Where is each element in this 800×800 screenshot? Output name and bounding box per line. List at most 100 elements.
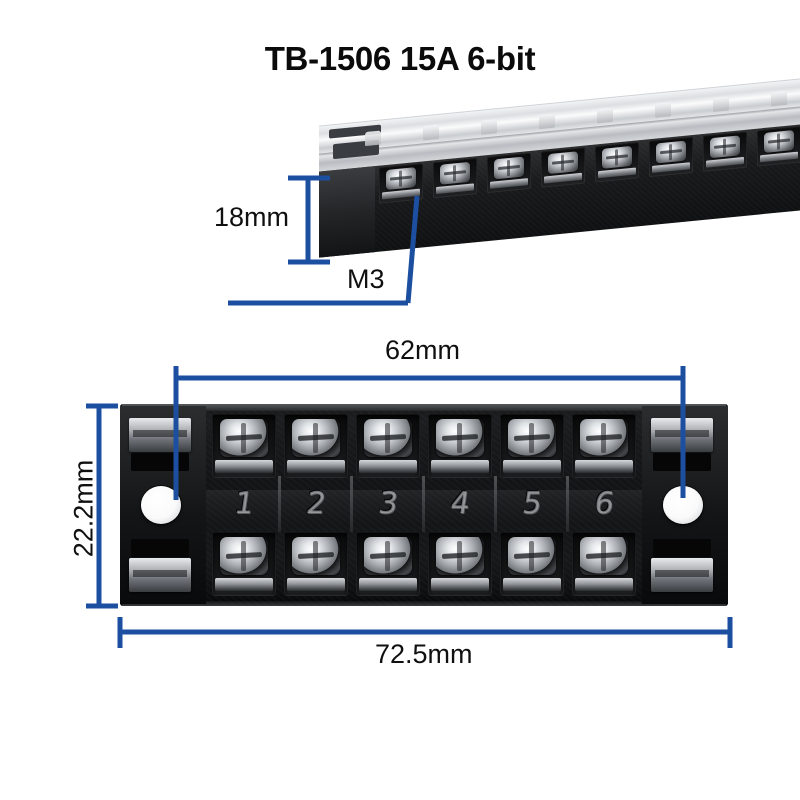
body-left-endcap-angled <box>319 166 375 258</box>
clamp-plate <box>760 151 798 163</box>
cover-bump-5 <box>597 107 613 124</box>
screw-head-icon <box>364 419 412 457</box>
terminal-screw-bottom <box>212 532 276 596</box>
screw-head-icon <box>220 419 268 457</box>
pole-separator-3 <box>422 476 425 532</box>
screw-pocket-8 <box>757 126 800 167</box>
dimension-label-72-5mm: 72.5mm <box>375 639 473 669</box>
screw-pocket-2 <box>433 158 477 199</box>
terminal-screw-bottom <box>356 532 420 596</box>
screw-pocket-5 <box>595 142 639 183</box>
terminal-screw-bottom <box>500 532 564 596</box>
pole-number-6: 6 <box>591 486 617 521</box>
clamp-washer <box>359 460 417 473</box>
pole-separator-4 <box>494 476 497 532</box>
terminal-screw-top <box>356 414 420 478</box>
page-title: TB-1506 15A 6-bit <box>264 40 536 77</box>
terminal-screw-top <box>284 414 348 478</box>
clamp-plate <box>706 156 744 168</box>
terminal-column-4 <box>424 406 496 604</box>
cover-bump-4 <box>539 113 555 130</box>
pole-number-2: 2 <box>303 486 329 521</box>
screw-head-icon <box>508 419 556 457</box>
clamp-washer <box>359 578 417 591</box>
clamp-plate <box>436 183 474 195</box>
screw-head-icon <box>508 537 556 575</box>
clamp-plate <box>652 162 690 173</box>
dimension-label-62mm: 62mm <box>385 335 461 365</box>
terminal-column-1 <box>208 406 280 604</box>
cover-bump-2 <box>423 124 439 141</box>
clamp-washer <box>431 578 489 591</box>
cover-bump-6 <box>655 102 671 118</box>
clamp-plate <box>490 178 528 189</box>
screw-head-icon <box>292 537 340 575</box>
angled-photo-inner <box>315 69 800 278</box>
terminal-column-5 <box>496 406 568 604</box>
clamp-washer <box>575 578 633 591</box>
pole-separator-1 <box>278 476 281 532</box>
mounting-hole-left <box>141 486 181 524</box>
screw-head-icon <box>494 156 524 180</box>
clamp-plate <box>544 172 582 184</box>
front-product-photo: 1 2 3 4 5 6 <box>120 404 728 606</box>
left-metal-clip-top <box>129 418 191 452</box>
screw-pocket-6 <box>649 136 693 178</box>
screw-head-icon <box>548 151 578 175</box>
clamp-washer <box>503 578 561 591</box>
terminal-screw-bottom <box>284 532 348 596</box>
clamp-washer <box>215 460 273 473</box>
terminal-column-3 <box>352 406 424 604</box>
screw-pocket-1 <box>379 163 423 204</box>
terminal-column-6 <box>568 406 640 604</box>
left-endcap <box>120 406 206 604</box>
right-endcap <box>642 406 728 604</box>
clamp-washer <box>503 460 561 473</box>
body-top-edge <box>122 404 726 411</box>
terminal-screw-bottom <box>572 532 636 596</box>
pole-separator-5 <box>566 476 569 532</box>
pole-number-5: 5 <box>519 486 545 521</box>
left-clip-slot-bottom <box>131 539 189 557</box>
cover-bump-1 <box>365 130 381 147</box>
screw-head-icon <box>764 130 794 153</box>
left-clip-slot-top <box>131 453 189 471</box>
clamp-plate <box>382 188 420 200</box>
angled-product-photo <box>315 76 800 278</box>
terminal-screw-top <box>500 414 564 478</box>
dimension-label-22-2mm: 22.2mm <box>68 459 99 558</box>
terminal-screw-top <box>212 414 276 478</box>
screw-head-icon <box>580 419 628 457</box>
clamp-washer <box>431 460 489 473</box>
right-metal-clip-bottom <box>651 558 713 592</box>
left-metal-clip-bottom <box>129 558 191 592</box>
screw-head-icon <box>292 419 340 457</box>
clamp-washer <box>287 578 345 591</box>
screw-pocket-7 <box>703 131 747 172</box>
screw-head-icon <box>710 135 740 159</box>
pole-number-3: 3 <box>375 486 401 521</box>
dimension-label-m3: M3 <box>347 264 385 294</box>
pole-number-4: 4 <box>447 486 473 521</box>
screw-head-icon <box>580 537 628 575</box>
screw-pocket-3 <box>487 152 531 194</box>
clamp-washer <box>215 578 273 591</box>
pole-separator-2 <box>350 476 353 532</box>
terminal-screw-top <box>428 414 492 478</box>
body-bottom-edge <box>122 601 726 606</box>
clamp-washer <box>575 460 633 473</box>
dimension-label-18mm: 18mm <box>214 202 290 232</box>
right-clip-slot-top <box>653 453 711 471</box>
screw-head-icon <box>656 140 686 164</box>
terminal-column-2 <box>280 406 352 604</box>
screw-head-icon <box>220 537 268 575</box>
terminal-screw-top <box>572 414 636 478</box>
screw-head-icon <box>386 167 416 191</box>
terminal-screw-bottom <box>428 532 492 596</box>
clamp-plate <box>598 167 636 179</box>
screw-head-icon <box>436 537 484 575</box>
screw-head-icon <box>602 145 632 169</box>
right-metal-clip-top <box>651 418 713 452</box>
screw-pocket-4 <box>541 147 585 188</box>
